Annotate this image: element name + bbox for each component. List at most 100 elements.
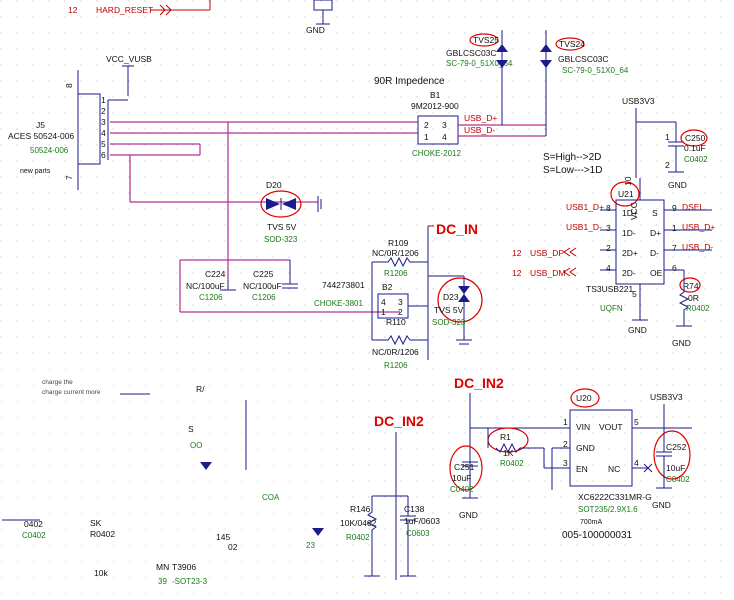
r146-ref: R146	[350, 504, 371, 514]
b1-part: 9M2012-900	[411, 101, 459, 111]
net-dsel: DSEL	[682, 202, 704, 212]
r110-val: NC/0R/1206	[372, 347, 419, 357]
tvs25-part: GBLCSC03C	[446, 48, 497, 58]
u21-l1: 1D+	[622, 208, 638, 218]
select-note: S=High-->2D S=Low--->1D	[543, 152, 602, 176]
u21-vcc: VCC	[629, 202, 639, 220]
c138-val: 1uF/0603	[404, 516, 440, 526]
c224-pkg: C1206	[199, 293, 223, 302]
r74-pkg: R0402	[686, 304, 710, 313]
u21-pin-vcc: 10	[623, 176, 633, 186]
u20-en: EN	[576, 464, 588, 474]
u20-p5: 5	[634, 417, 639, 427]
tvs25-pkg: SC-79-0_51X0_64	[446, 59, 513, 68]
blur-f1: R/	[196, 384, 205, 394]
j5-pin4: 4	[101, 128, 106, 138]
u21-r4: OE	[650, 268, 663, 278]
blur-f14: 39	[158, 577, 167, 586]
u20-pkg: SOT235/2.9X1.6	[578, 505, 638, 514]
b2-ref: B2	[382, 282, 393, 292]
u21-p1: 1	[672, 223, 677, 233]
net-d-plus: USB_D+	[682, 222, 715, 232]
u21-p4: 4	[606, 263, 611, 273]
b1-usb-dp: USB_D+	[464, 113, 497, 123]
c250-pin2: 2	[665, 160, 670, 170]
j5-pin2: 2	[101, 106, 106, 116]
c252-gnd: GND	[652, 500, 671, 510]
u21-r2: D+	[650, 228, 661, 238]
j5-pin5: 5	[101, 139, 106, 149]
b2-pin4: 4	[381, 297, 386, 307]
tvs24-pkg: SC-79-0_51X0_64	[562, 66, 629, 75]
b2-pin1: 1	[381, 307, 386, 317]
c251-val: 10uF	[452, 473, 471, 483]
dc-in2-top: DC_IN2	[454, 375, 504, 391]
c138-pkg: C0603	[406, 529, 430, 538]
hard-reset-label: HARD_RESET	[96, 5, 153, 15]
blur-f8: C0402	[22, 531, 46, 540]
usb3v3-top: USB3V3	[622, 96, 655, 106]
u20-p1: 1	[563, 417, 568, 427]
c250-ref: C250	[685, 133, 706, 143]
d23-pkg: SOD-323	[432, 318, 466, 327]
blur-f7: 0402	[24, 519, 43, 529]
tvs24: TVS24 GBLCSC03C SC-79-0_51X0_64	[540, 30, 629, 136]
b1-pin1: 1	[424, 132, 429, 142]
u21-p3: 3	[606, 223, 611, 233]
b2-part: 744273801	[322, 280, 365, 290]
ren-ref: R1	[500, 432, 511, 442]
b1-pin4: 4	[442, 132, 447, 142]
net-usb-dp: USB_DP	[530, 248, 564, 258]
u21-pkg: UQFN	[600, 304, 623, 313]
cap-c250: USB3V3 C250 0.1uF C0402 1 2 GND	[622, 96, 708, 190]
b2-type: CHOKE-3801	[314, 299, 363, 308]
u21-p5: 5	[632, 289, 637, 299]
c251-gnd: GND	[459, 510, 478, 520]
blur-f3: OO	[190, 441, 202, 450]
net-usb1-dp: USB1_D+	[566, 202, 604, 212]
dc-in2-bottom: DC_IN2	[374, 413, 424, 429]
u20-pn: 005-100000031	[562, 530, 633, 541]
r146-val: 10K/0402	[340, 518, 377, 528]
j5-ref: J5	[36, 120, 45, 130]
c224-ref: C224	[205, 269, 226, 279]
j5-part2: 50524-006	[30, 146, 69, 155]
u21-l3: 2D+	[622, 248, 638, 258]
r109-ref: R109	[388, 238, 409, 248]
c250-pin1: 1	[665, 132, 670, 142]
tvs25-ref: TVS25	[473, 35, 499, 45]
u20-part: XC6222C331MR-G	[578, 492, 652, 502]
c252-pkg: C0402	[666, 475, 690, 484]
gnd-top: GND	[306, 25, 325, 35]
connector-j5: VCC_VUSB 8 7 1 2 3 4 5 6 J5 ACES 50524-0…	[8, 54, 152, 190]
c225-val: NC/100uF	[243, 281, 282, 291]
usb3v3-bottom: USB3V3	[650, 392, 683, 402]
u20-vout: VOUT	[599, 422, 623, 432]
net-12a: 12	[512, 248, 522, 258]
ren-pkg: R0402	[500, 459, 524, 468]
blur-f12: MN	[156, 562, 169, 572]
cap-c224: C224 NC/100uF C1206	[186, 269, 236, 302]
c224-val: NC/100uF	[186, 281, 225, 291]
blur-f6: 02	[228, 542, 238, 552]
hard-reset-pin: 12	[68, 5, 78, 15]
j5-pin8: 8	[64, 83, 74, 88]
tvs25: TVS25 GBLCSC03C SC-79-0_51X0_64	[446, 30, 513, 125]
u20-p3: 3	[563, 458, 568, 468]
j5-pin3: 3	[101, 117, 106, 127]
d23-part: TVS 5V	[434, 305, 464, 315]
b1-pin2: 2	[424, 120, 429, 130]
ren-val: 1K	[503, 448, 514, 458]
ldo-block: DC_IN2 R1 1K R0402 U20 VIN GND EN VOUT N…	[454, 375, 692, 541]
tvs24-ref: TVS24	[559, 39, 585, 49]
blur-f2: S	[188, 424, 194, 434]
r74-gnd: GND	[672, 338, 691, 348]
blurred-region: charge the charge current more R/ S OO C…	[0, 358, 330, 600]
j5-pin7: 7	[64, 175, 74, 180]
dc-in2-bottom-block: DC_IN2 R146 10K/0402 R0402 C138 1uF/0603…	[340, 413, 440, 580]
d20-pkg: SOD-323	[264, 235, 298, 244]
d20-ref: D20	[266, 180, 282, 190]
usb-lines	[110, 121, 418, 313]
c251-pkg: C0402	[450, 485, 474, 494]
